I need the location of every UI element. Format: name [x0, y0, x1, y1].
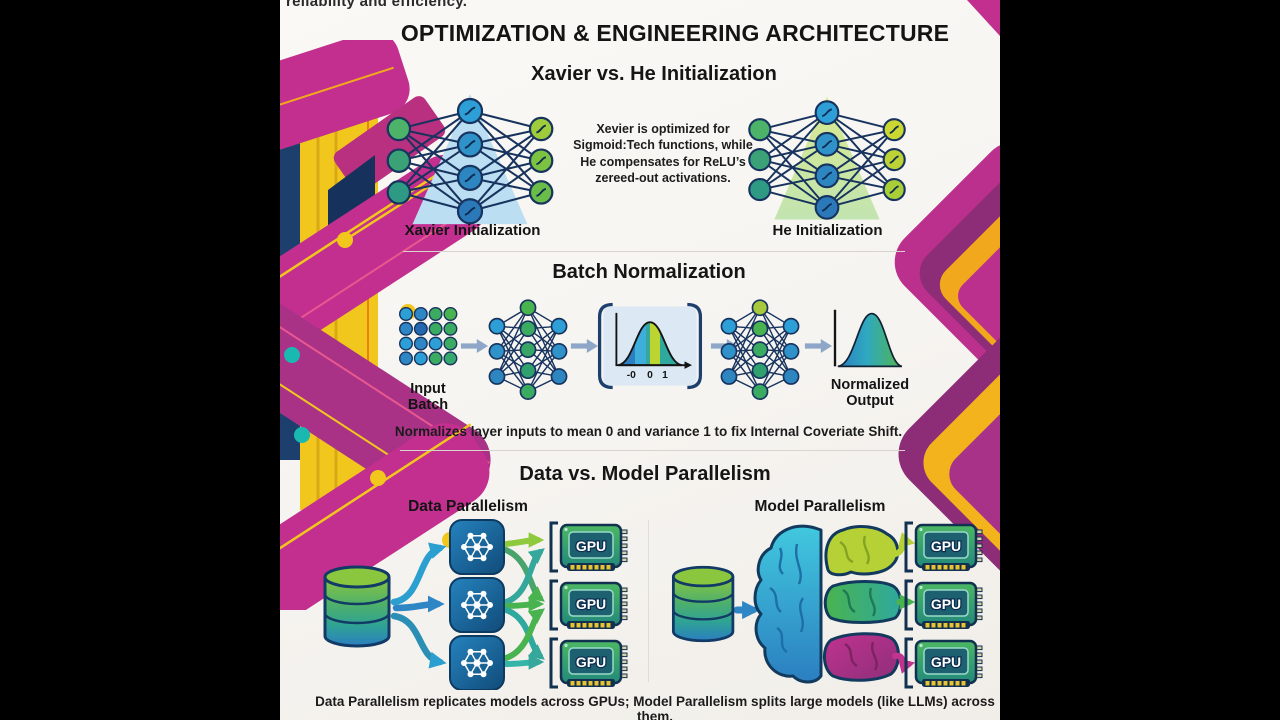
letterbox-left — [0, 0, 280, 720]
normalized-output-curve — [833, 309, 903, 368]
data-source-database — [323, 565, 391, 648]
page-title: OPTIMIZATION & ENGINEERING ARCHITECTURE — [400, 20, 950, 46]
section-divider-2 — [400, 450, 905, 451]
model-gpu-2 — [904, 579, 984, 631]
batchnorm-caption: Normalizes layer inputs to mean 0 and va… — [394, 424, 903, 439]
cut-off-top-text: reliability and efficiency. — [286, 0, 468, 10]
parallelism-section-title: Data vs. Model Parallelism — [519, 463, 771, 485]
model-replica-3 — [449, 635, 505, 690]
section-divider-1 — [403, 251, 905, 252]
model-parallelism-diagram — [671, 521, 984, 689]
model-replica-2 — [449, 577, 505, 633]
axis-tick-neg: -0 — [627, 370, 636, 381]
parallelism-caption: Data Parallelism replicates models acros… — [315, 694, 995, 720]
axis-tick-one: 1 — [662, 370, 668, 381]
brain-segment-top — [824, 525, 900, 577]
flow-arrow-2 — [570, 339, 598, 353]
brain-icon — [753, 524, 903, 684]
brain-segment-bottom — [823, 632, 900, 682]
xavier-network-diagram — [386, 93, 554, 225]
init-description: Xevier is optimized for Sigmoid:Tech fun… — [573, 122, 753, 185]
batchnorm-section-title: Batch Normalization — [552, 261, 746, 283]
data-gpu-1 — [549, 521, 629, 573]
data-parallelism-heading: Data Parallelism — [408, 498, 528, 515]
left-circuit-decoration — [280, 40, 491, 610]
data-gpu-3 — [549, 637, 629, 689]
right-bracket — [687, 302, 703, 390]
normalized-output-label: Normalized Output — [830, 377, 910, 409]
letterbox-right — [1000, 0, 1280, 720]
column-divider — [648, 520, 649, 682]
flow-arrow-1 — [460, 339, 488, 353]
input-batch-label: Input Batch — [407, 381, 449, 413]
data-parallelism-diagram — [323, 519, 629, 690]
brain-left-hemisphere — [753, 524, 823, 684]
axis-tick-zero: 0 — [647, 370, 653, 381]
input-batch-grid-icon — [398, 306, 458, 366]
model-gpu-1 — [904, 521, 984, 573]
flow-arrow-4 — [804, 339, 832, 353]
xavier-label: Xavier Initialization — [404, 222, 541, 239]
init-section-title: Xavier vs. He Initialization — [531, 63, 777, 85]
he-label: He Initialization — [772, 222, 883, 239]
right-ribbon-decoration — [894, 0, 1000, 581]
model-source-database — [671, 565, 735, 643]
brain-segment-middle — [823, 580, 903, 624]
he-network-diagram — [748, 96, 906, 220]
model-gpu-3 — [904, 637, 984, 689]
batchnorm-network-2 — [720, 299, 800, 400]
batchnorm-network-1 — [488, 299, 568, 400]
model-replica-1 — [449, 519, 505, 575]
model-parallelism-heading: Model Parallelism — [754, 498, 886, 515]
infographic-panel: reliability and efficiency. OPTIMIZATION… — [280, 0, 1000, 720]
left-bracket — [597, 302, 613, 390]
data-gpu-2 — [549, 579, 629, 631]
normal-distribution-box: -0 0 1 — [597, 302, 703, 390]
